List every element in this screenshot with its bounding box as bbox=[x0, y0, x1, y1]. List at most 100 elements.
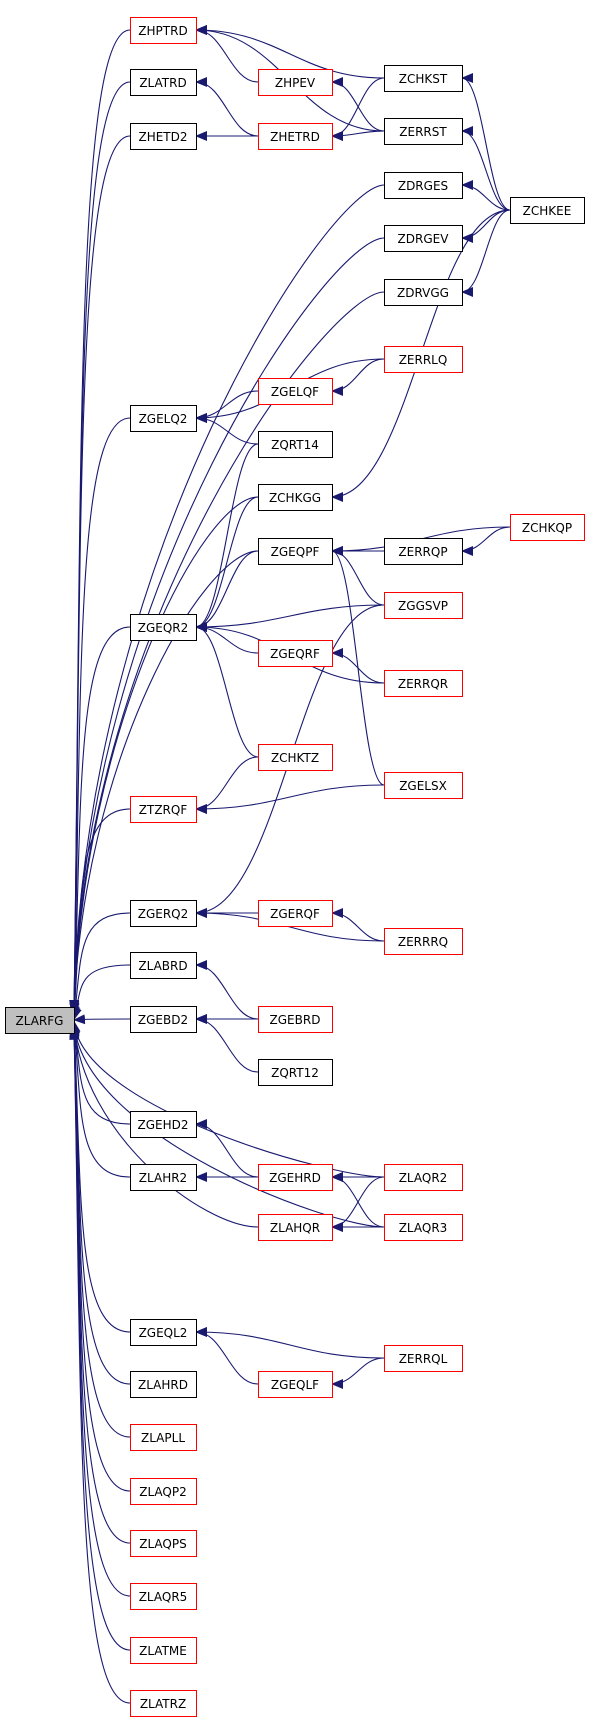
node-label: ZERRLQ bbox=[399, 353, 448, 367]
node-zchkgg[interactable]: ZCHKGG bbox=[258, 484, 333, 511]
node-zlaqp2[interactable]: ZLAQP2 bbox=[130, 1478, 197, 1505]
node-zchkee[interactable]: ZCHKEE bbox=[510, 197, 585, 224]
node-zchkqp[interactable]: ZCHKQP bbox=[510, 514, 585, 541]
node-box bbox=[384, 1345, 463, 1372]
node-label: ZLAQR3 bbox=[399, 1221, 448, 1235]
node-box bbox=[258, 640, 333, 667]
node-zchkst[interactable]: ZCHKST bbox=[384, 65, 463, 92]
node-box bbox=[258, 538, 333, 565]
node-zlahrd[interactable]: ZLAHRD bbox=[130, 1371, 197, 1398]
node-zlahr2[interactable]: ZLAHR2 bbox=[130, 1164, 197, 1191]
node-zhetd2[interactable]: ZHETD2 bbox=[130, 123, 197, 150]
node-zgeqpf[interactable]: ZGEQPF bbox=[258, 538, 333, 565]
edge-zgeqr2-to-zlarfg bbox=[69, 626, 131, 1016]
node-box bbox=[384, 225, 463, 252]
node-box bbox=[258, 1164, 333, 1191]
node-zhpev[interactable]: ZHPEV bbox=[258, 69, 333, 96]
node-label: ZGEHRD bbox=[269, 1171, 321, 1185]
node-box bbox=[384, 1164, 463, 1191]
node-box bbox=[384, 1214, 463, 1241]
edge-zqrt14-to-zgeqr2 bbox=[195, 443, 259, 632]
node-box bbox=[258, 69, 333, 96]
node-zgelqf[interactable]: ZGELQF bbox=[258, 378, 333, 405]
node-zerrqp[interactable]: ZERRQP bbox=[384, 538, 463, 565]
node-box bbox=[130, 952, 197, 979]
node-zlaqr2[interactable]: ZLAQR2 bbox=[384, 1164, 463, 1191]
edge-zlaqr3-to-zlarfg bbox=[69, 1021, 385, 1228]
node-box bbox=[130, 69, 197, 96]
node-box bbox=[258, 744, 333, 771]
node-label: ZGEBRD bbox=[270, 1013, 321, 1027]
node-label: ZGELQ2 bbox=[139, 412, 188, 426]
node-zhptrd[interactable]: ZHPTRD bbox=[130, 17, 197, 44]
node-zhetrd[interactable]: ZHETRD bbox=[258, 123, 333, 150]
node-label: ZLAQR5 bbox=[139, 1590, 188, 1604]
edge-zerrql-to-zgeql2 bbox=[195, 1327, 385, 1359]
node-zlaqps[interactable]: ZLAQPS bbox=[130, 1530, 197, 1557]
node-box bbox=[130, 1319, 197, 1346]
node-zerrqr[interactable]: ZERRQR bbox=[384, 670, 463, 697]
node-zerrlq[interactable]: ZERRLQ bbox=[384, 346, 463, 373]
node-box bbox=[130, 17, 197, 44]
edge-zdrgev-to-zlarfg bbox=[69, 237, 385, 1012]
node-zlatrd[interactable]: ZLATRD bbox=[130, 69, 197, 96]
node-box bbox=[384, 670, 463, 697]
node-zqrt14[interactable]: ZQRT14 bbox=[258, 431, 333, 458]
node-box bbox=[384, 65, 463, 92]
node-zlahqr[interactable]: ZLAHQR bbox=[258, 1214, 333, 1241]
node-zerrql[interactable]: ZERRQL bbox=[384, 1345, 463, 1372]
node-zdrgev[interactable]: ZDRGEV bbox=[384, 225, 463, 252]
node-zgelq2[interactable]: ZGELQ2 bbox=[130, 405, 197, 432]
node-label: ZDRGES bbox=[398, 179, 448, 193]
node-zlaqr5[interactable]: ZLAQR5 bbox=[130, 1583, 197, 1610]
edge-zgeqpf-to-zlarfg bbox=[69, 550, 259, 1015]
node-zgerq2[interactable]: ZGERQ2 bbox=[130, 900, 197, 927]
node-zgerqf[interactable]: ZGERQF bbox=[258, 900, 333, 927]
node-label: ZLAPLL bbox=[141, 1431, 185, 1445]
node-zgehd2[interactable]: ZGEHD2 bbox=[130, 1111, 197, 1138]
node-box bbox=[258, 900, 333, 927]
node-zerrst[interactable]: ZERRST bbox=[384, 118, 463, 145]
node-box bbox=[130, 405, 197, 432]
node-layer: ZLARFG ZHPTRD ZLATRD ZHETD2 ZHPEV ZHETRD ZCHKS… bbox=[5, 17, 585, 1717]
edge-zlaqr2-to-zlarfg bbox=[70, 1021, 385, 1178]
node-label: ZCHKGG bbox=[269, 491, 321, 505]
edge-zchkgg-to-zlarfg bbox=[69, 496, 259, 1015]
node-zlabrd[interactable]: ZLABRD bbox=[130, 952, 197, 979]
node-zerrrq[interactable]: ZERRRQ bbox=[384, 928, 463, 955]
edge-zhetrd-to-zlatrd bbox=[195, 77, 259, 137]
node-box bbox=[130, 1530, 197, 1557]
node-zgebrd[interactable]: ZGEBRD bbox=[258, 1006, 333, 1033]
node-zggsvp[interactable]: ZGGSVP bbox=[384, 592, 463, 619]
node-ztzrqf[interactable]: ZTZRQF bbox=[130, 796, 197, 823]
node-zgeql2[interactable]: ZGEQL2 bbox=[130, 1319, 197, 1346]
node-zgeqrf[interactable]: ZGEQRF bbox=[258, 640, 333, 667]
node-zgeqlf[interactable]: ZGEQLF bbox=[258, 1371, 333, 1398]
edge-zgelq2-to-zlarfg bbox=[69, 417, 131, 1014]
node-label: ZDRGEV bbox=[398, 232, 450, 246]
edge-zerrrq-to-zgerqf bbox=[331, 908, 385, 942]
node-box bbox=[384, 772, 463, 799]
node-label: ZERRRQ bbox=[398, 935, 448, 949]
node-zgehrd[interactable]: ZGEHRD bbox=[258, 1164, 333, 1191]
node-zlatrz[interactable]: ZLATRZ bbox=[130, 1690, 197, 1717]
node-zlaqr3[interactable]: ZLAQR3 bbox=[384, 1214, 463, 1241]
node-zlatme[interactable]: ZLATME bbox=[130, 1637, 197, 1664]
edge-zlatrd-to-zlarfg bbox=[69, 81, 131, 1012]
node-box bbox=[384, 928, 463, 955]
node-zqrt12[interactable]: ZQRT12 bbox=[258, 1059, 333, 1086]
edge-zhetd2-to-zlarfg bbox=[69, 135, 131, 1012]
node-label: ZLARFG bbox=[16, 1014, 64, 1028]
node-zgelsx[interactable]: ZGELSX bbox=[384, 772, 463, 799]
node-zchktz[interactable]: ZCHKTZ bbox=[258, 744, 333, 771]
node-label: ZGEQL2 bbox=[139, 1326, 188, 1340]
edge-zchkee-to-zdrvgg bbox=[461, 209, 511, 297]
node-zgebd2[interactable]: ZGEBD2 bbox=[130, 1006, 197, 1033]
node-label: ZGEQLF bbox=[271, 1378, 319, 1392]
node-zdrvgg[interactable]: ZDRVGG bbox=[384, 279, 463, 306]
node-zgeqr2[interactable]: ZGEQR2 bbox=[130, 614, 197, 641]
node-zlapll[interactable]: ZLAPLL bbox=[130, 1424, 197, 1451]
node-box bbox=[130, 1478, 197, 1505]
node-zdrges[interactable]: ZDRGES bbox=[384, 172, 463, 199]
